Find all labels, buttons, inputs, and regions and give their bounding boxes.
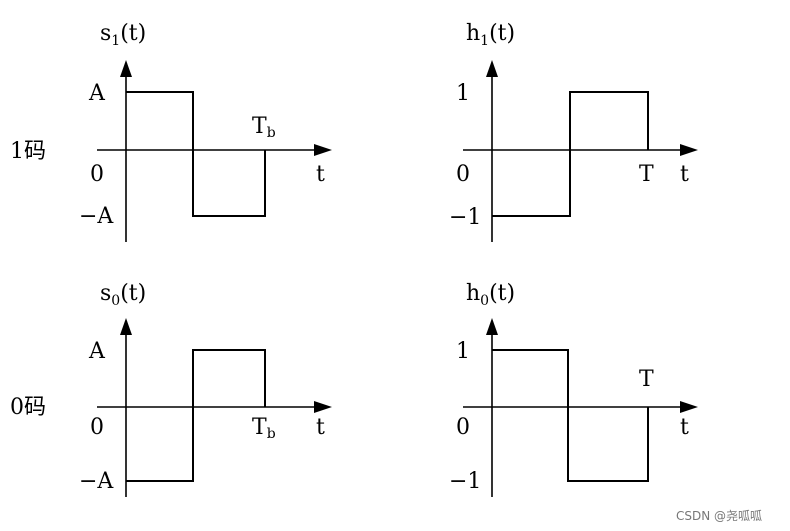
row-label-zero: 0码	[10, 395, 46, 420]
panel-s1-y-bottom-label: −A	[79, 204, 114, 229]
panel-s0-title: s0(t)	[100, 281, 146, 309]
panel-s1-title: s1(t)	[100, 21, 146, 49]
panel-h1-t-tick-label: T	[639, 162, 654, 187]
panel-s1-origin-label: 0	[90, 162, 104, 187]
panel-h1-x-arrow	[680, 144, 698, 156]
panel-s0-y-arrow	[120, 318, 132, 335]
panel-s0-x-label: t	[316, 415, 325, 440]
panel-h1-signal	[492, 91, 649, 217]
panel-s1-y-top-label: A	[88, 81, 106, 106]
panel-h1-y-top-label: 1	[456, 81, 470, 106]
panel-h0-y-arrow	[486, 318, 498, 335]
panel-s0-x-arrow	[314, 401, 332, 413]
panel-h1-y-bottom-label: −1	[449, 205, 481, 230]
panel-s0-y-top-label: A	[88, 339, 106, 364]
panel-h0-signal	[492, 349, 649, 482]
panel-h0-y-bottom-label: −1	[449, 469, 481, 494]
panel-s0-y-bottom-label: −A	[79, 469, 114, 494]
panel-s1-y-arrow	[120, 60, 132, 77]
panel-h0-origin-label: 0	[456, 415, 470, 440]
row-label-one: 1码	[10, 139, 46, 164]
panel-h0: h0(t) 1 −1 0 T t	[449, 281, 698, 497]
panel-h1-x-label: t	[680, 162, 689, 187]
panel-h0-x-label: t	[680, 415, 689, 440]
panel-s1-x-label: t	[316, 162, 325, 187]
panel-s0: s0(t) A −A 0 Tb t	[79, 281, 332, 497]
panel-h0-t-tick-label: T	[639, 367, 654, 392]
panel-h1-y-arrow	[486, 60, 498, 77]
watermark: CSDN @尧呱呱	[676, 508, 762, 523]
panel-h0-x-arrow	[680, 401, 698, 413]
panel-h0-y-top-label: 1	[456, 339, 470, 364]
panel-s0-origin-label: 0	[90, 415, 104, 440]
panel-s1-signal	[126, 91, 266, 217]
panel-h1-title: h1(t)	[466, 21, 515, 49]
panel-h1-origin-label: 0	[456, 162, 470, 187]
panel-h1: h1(t) 1 −1 0 T t	[449, 21, 698, 242]
panel-s0-signal	[126, 349, 266, 482]
panel-s1-x-arrow	[314, 144, 332, 156]
panel-s0-tb-label: Tb	[252, 415, 276, 442]
panel-s1-tb-label: Tb	[252, 114, 276, 141]
panel-h0-title: h0(t)	[466, 281, 515, 309]
panel-s1: s1(t) A −A 0 Tb t	[79, 21, 332, 242]
